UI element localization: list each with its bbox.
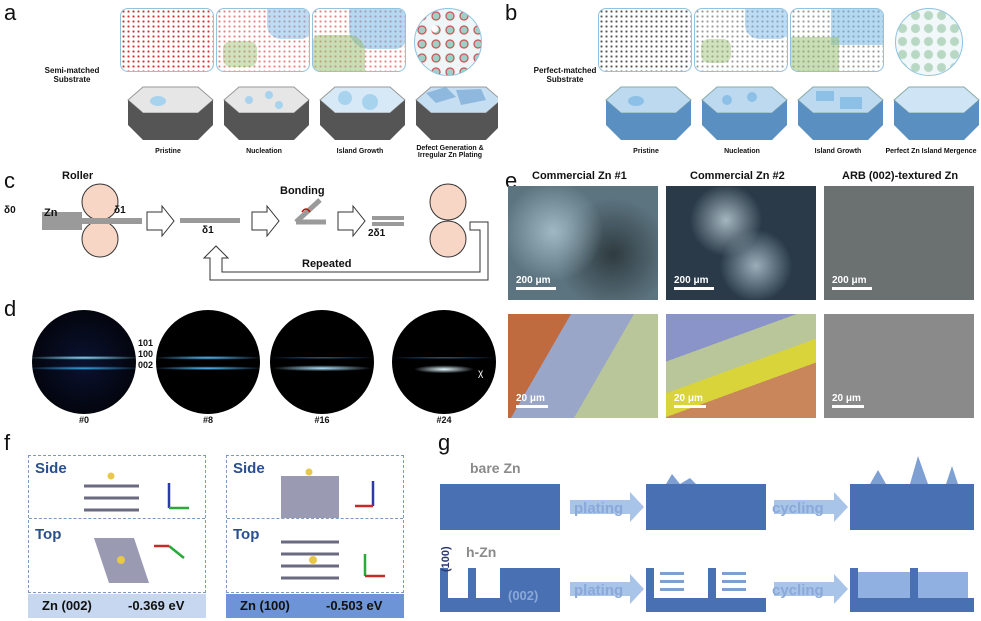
dft-box-002: Side Top [28, 455, 206, 593]
side-label-left: Side [35, 460, 67, 477]
sample-label-24: #24 [436, 415, 452, 425]
panel-label-f: f [4, 430, 11, 455]
panel-label-d: d [4, 296, 17, 321]
side-label-right: Side [233, 460, 265, 477]
lattice-bubble-b-island-growth [790, 8, 884, 72]
col-title-3: ARB (002)-textured Zn [842, 170, 959, 182]
micrograph-arb-optical: 200 μm [824, 186, 974, 300]
plating-label-top: plating [574, 500, 624, 517]
chi-label: χ [478, 368, 484, 379]
delta1-thin-label: δ1 [202, 225, 214, 236]
lattice-bubble-pristine [120, 8, 214, 72]
xrd-pattern-16 [270, 310, 374, 414]
hex-defect-generation [415, 86, 498, 140]
col-title-1: Commercial Zn #1 [532, 170, 627, 182]
cycling-label-top: cycling [772, 500, 824, 517]
sample-label-16: #16 [314, 415, 330, 425]
xrd-pattern-24 [392, 310, 496, 414]
scale-label-4: 20 μm [516, 393, 545, 404]
hzn-label: h-Zn [466, 544, 497, 560]
semi-matched-substrate-label: Semi-matched Substrate [44, 66, 100, 84]
step-label-b-0: Pristine [633, 148, 659, 155]
hex-island-growth [319, 86, 406, 140]
cycling-label-bottom: cycling [772, 582, 824, 599]
hex-b-nucleation [701, 86, 788, 140]
panel-label-c: c [4, 168, 15, 193]
micrograph-commercial-2-optical: 200 μm [666, 186, 816, 300]
step-label-a-0: Pristine [155, 148, 181, 155]
xrd-pattern-8 [156, 310, 260, 414]
step-label-a-2: Island Growth [336, 148, 384, 155]
energy-002: -0.369 eV [128, 598, 185, 613]
plane-labels: 101 100 002 [138, 338, 153, 371]
scale-label-3: 200 μm [832, 275, 867, 286]
lattice-bubble-island-growth [312, 8, 406, 72]
hex-b-mergence [893, 86, 980, 140]
lattice-bubble-nucleation [216, 8, 310, 72]
panel-label-b: b [505, 0, 518, 25]
lattice-bubble-b-pristine [598, 8, 692, 72]
sample-label-0: #0 [78, 415, 89, 425]
energy-bar-right: Zn (100) -0.503 eV [226, 594, 404, 618]
step-label-a-1: Nucleation [246, 148, 282, 155]
plating-label-bottom: plating [574, 582, 624, 599]
micrograph-commercial-1-optical: 200 μm [508, 186, 658, 300]
step-label-a-3: Defect Generation & Irregular Zn Plating [416, 145, 484, 159]
micrograph-arb-sem: 20 μm [824, 314, 974, 418]
hex-b-pristine [605, 86, 692, 140]
plating-schematic [440, 456, 974, 612]
hex-pristine [127, 86, 214, 140]
plane-002-bottom-label: (002) [508, 588, 539, 603]
plane-100-wall-label: (100) [440, 546, 452, 572]
sample-label-8: #8 [202, 415, 213, 425]
scale-label-1: 200 μm [516, 275, 551, 286]
lattice-bubble-b-nucleation [694, 8, 788, 72]
zn002-structure [84, 472, 189, 583]
xrd-pattern-0 [32, 310, 136, 414]
rolling-process-diagram [42, 183, 489, 281]
step-label-b-2: Island Growth [814, 148, 862, 155]
two-delta-label: 2δ1 [368, 228, 386, 239]
plane-101: 101 [138, 338, 154, 348]
plane-002: 002 [138, 360, 154, 370]
delta0-label: δ0 [4, 205, 16, 216]
panel-label-g: g [438, 430, 451, 455]
repeated-label: Repeated [302, 258, 352, 270]
scale-label-6: 20 μm [832, 393, 861, 404]
delta1-label: δ1 [114, 205, 126, 216]
plane-002-label: Zn (002) [42, 598, 92, 613]
panel-label-a: a [4, 0, 17, 25]
defect-zoom-circle [414, 8, 482, 76]
bonding-label: Bonding [280, 185, 325, 197]
bare-zn-label: bare Zn [470, 460, 521, 476]
scale-label-2: 200 μm [674, 275, 709, 286]
energy-100: -0.503 eV [326, 598, 383, 613]
energy-bar-left: Zn (002) -0.369 eV [28, 594, 206, 618]
col-title-2: Commercial Zn #2 [690, 170, 785, 182]
semi-matched-substrate-stages [127, 86, 498, 140]
hex-b-island-growth [797, 86, 884, 140]
zn-strip-label: Zn [44, 207, 58, 219]
step-label-b-1: Nucleation [724, 148, 760, 155]
micrograph-commercial-2-ebsd: 20 μm [666, 314, 816, 418]
perfect-matched-substrate-label: Perfect-matched Substrate [533, 66, 597, 84]
perfect-zoom-circle [895, 8, 963, 76]
scale-label-5: 20 μm [674, 393, 703, 404]
zn100-structure [281, 468, 385, 580]
perfect-matched-substrate-stages [605, 86, 980, 140]
micrograph-commercial-1-ebsd: 20 μm [508, 314, 658, 418]
plane-100-label: Zn (100) [240, 598, 290, 613]
top-label-left: Top [35, 526, 62, 543]
dft-box-100: Side Top [226, 455, 404, 593]
plane-100: 100 [138, 349, 154, 359]
step-label-b-3: Perfect Zn Island Mergence [885, 148, 977, 155]
roller-label: Roller [62, 170, 94, 182]
hex-nucleation [223, 86, 310, 140]
top-label-right: Top [233, 526, 260, 543]
